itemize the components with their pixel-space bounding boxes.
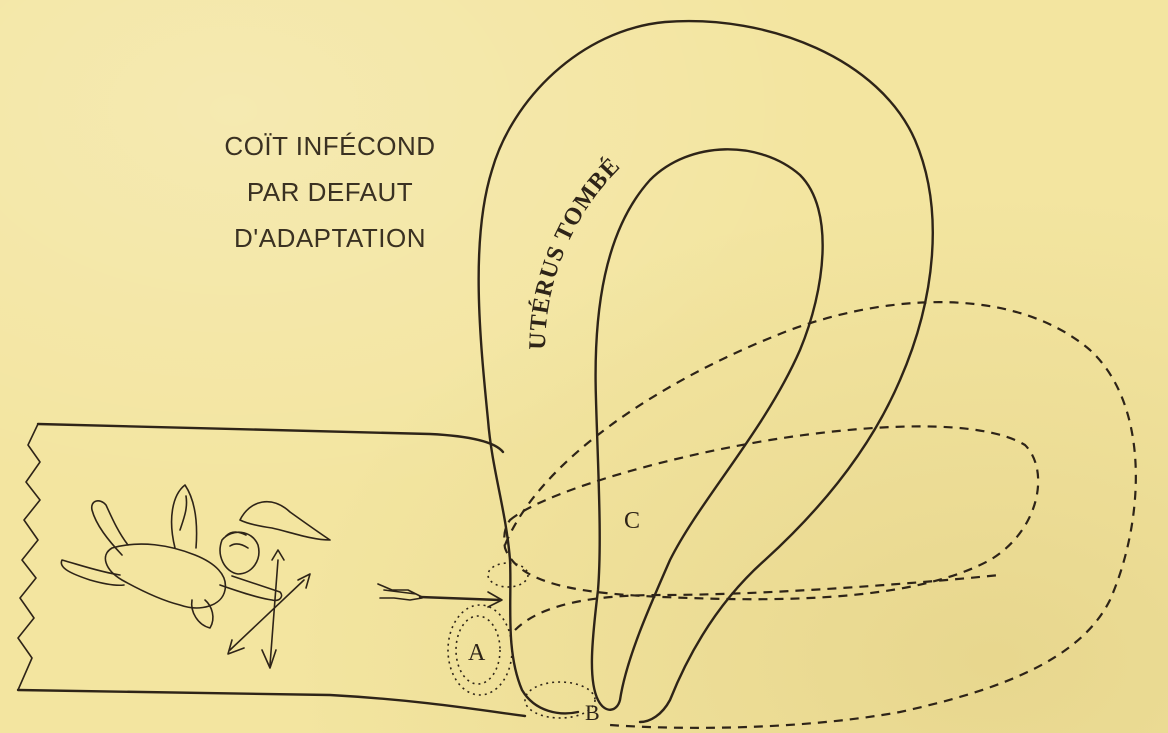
arrow-icon	[378, 584, 502, 607]
inner-dashed-outline	[504, 426, 1038, 599]
uterus-outer-wall	[479, 21, 933, 722]
cupid-figure-icon	[61, 485, 330, 668]
label-a: A	[468, 640, 486, 666]
label-c: C	[624, 508, 640, 534]
lower-dashed-outline	[515, 575, 1000, 630]
label-b: B	[585, 700, 600, 725]
